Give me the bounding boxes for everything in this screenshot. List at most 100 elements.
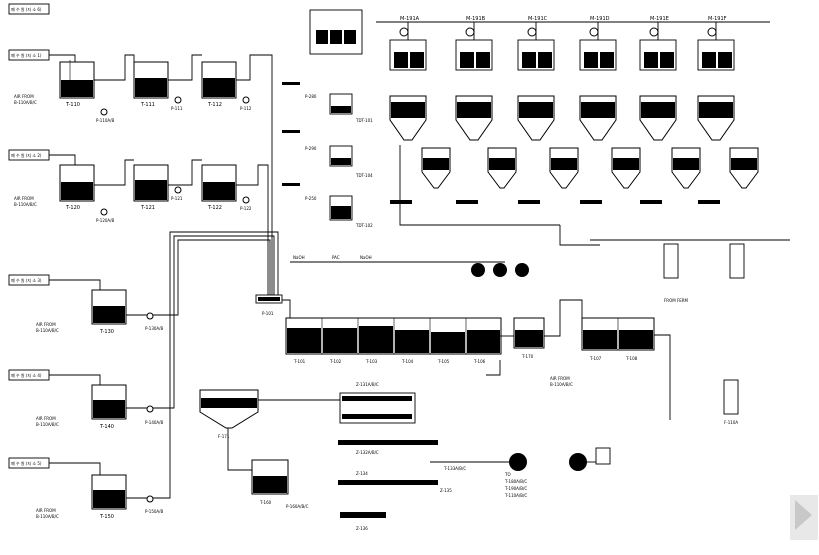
svg-text:Z-134: Z-134 bbox=[356, 471, 368, 476]
source-box-6: 폐 수 원 (지 소 6) bbox=[8, 3, 50, 15]
svg-text:P-160A/B/C: P-160A/B/C bbox=[286, 504, 309, 509]
m191-pump-bar-0 bbox=[390, 200, 412, 204]
svg-text:P-250: P-250 bbox=[305, 196, 317, 201]
svg-text:P-110A/B: P-110A/B bbox=[96, 118, 114, 123]
corner-logo bbox=[790, 495, 818, 540]
svg-text:M-191D: M-191D bbox=[590, 16, 610, 22]
svg-text:T-110A/B/C: T-110A/B/C bbox=[504, 493, 527, 498]
svg-text:M-191F: M-191F bbox=[708, 16, 727, 22]
source-box-3: 폐 수 원 (지 소 3) bbox=[8, 274, 50, 286]
m191-settler-fill-5 bbox=[699, 102, 733, 118]
m191-mixer-fill-b-0 bbox=[410, 52, 424, 68]
m191-pump-bar-2 bbox=[518, 200, 540, 204]
p101-collector: P-101 bbox=[255, 294, 291, 316]
svg-text:T-105: T-105 bbox=[437, 359, 450, 364]
m191-mixer-fill-b-5 bbox=[718, 52, 732, 68]
svg-text:T-104: T-104 bbox=[401, 359, 414, 364]
svg-text:T-133A/B/C: T-133A/B/C bbox=[443, 466, 466, 471]
svg-text:P-112: P-112 bbox=[240, 106, 252, 111]
svg-text:T-108: T-108 bbox=[625, 356, 638, 361]
row2-tanks: T-120 T-121 T-122 P-120A/B P-121 P-122 A… bbox=[14, 154, 269, 300]
m191-hopper-fill-2 bbox=[551, 158, 577, 170]
m191-mixer-fill-5 bbox=[702, 52, 716, 68]
svg-text:Z-131A/B/C: Z-131A/B/C bbox=[356, 382, 379, 387]
svg-text:T-120: T-120 bbox=[65, 205, 80, 211]
source-box-4: 폐 수 원 (지 소 4) bbox=[8, 369, 50, 381]
svg-text:B-110A/B/C: B-110A/B/C bbox=[36, 328, 59, 333]
m191-hopper-fill-4 bbox=[673, 158, 699, 170]
svg-text:FROM FERM: FROM FERM bbox=[664, 298, 689, 303]
svg-text:TO: TO bbox=[504, 472, 511, 477]
svg-text:TDT-102: TDT-102 bbox=[355, 223, 373, 228]
m191-settler-fill-1 bbox=[457, 102, 491, 118]
svg-text:P-130A/B: P-130A/B bbox=[145, 326, 163, 331]
svg-text:T-107: T-107 bbox=[589, 356, 602, 361]
source-box-1: 폐 수 원 (지 소 1) bbox=[8, 49, 50, 61]
m191-units bbox=[389, 22, 759, 204]
svg-text:NaOH: NaOH bbox=[293, 255, 305, 260]
m191-pump-bar-5 bbox=[698, 200, 720, 204]
source-box-5: 폐 수 원 (지 소 5) bbox=[8, 457, 50, 469]
svg-text:P-140A/B: P-140A/B bbox=[145, 420, 163, 425]
svg-text:AIR FROM: AIR FROM bbox=[550, 376, 570, 381]
svg-text:B-110A/B/C: B-110A/B/C bbox=[14, 202, 37, 207]
svg-text:T-110: T-110 bbox=[65, 102, 80, 108]
svg-text:T-150: T-150 bbox=[99, 514, 114, 520]
m191-array: M-191A M-191B M-191C M-191D M-191E M-191… bbox=[376, 16, 770, 23]
svg-text:P-121: P-121 bbox=[171, 196, 183, 201]
m191-mixer-fill-3 bbox=[584, 52, 598, 68]
row5-tank: T-150 P-150A/B AIR FROM B-110A/B/C bbox=[36, 231, 279, 520]
row1-tanks: T-110 T-111 T-112 P-110A/B P-111 P-112 A… bbox=[14, 54, 273, 300]
m191-gauge-2 bbox=[527, 27, 537, 37]
t160-tank: T-160 P-160A/B/C bbox=[251, 459, 309, 509]
m191-mixer-fill-4 bbox=[644, 52, 658, 68]
main-piping bbox=[227, 145, 790, 471]
svg-text:AIR FROM: AIR FROM bbox=[36, 416, 56, 421]
svg-text:T-112: T-112 bbox=[207, 102, 222, 108]
svg-text:폐 수 원 (지 소 6): 폐 수 원 (지 소 6) bbox=[11, 6, 42, 12]
svg-text:Z-136: Z-136 bbox=[356, 526, 368, 531]
svg-text:P-150A/B: P-150A/B bbox=[145, 509, 163, 514]
svg-text:P-122: P-122 bbox=[240, 206, 252, 211]
svg-text:P-120A/B: P-120A/B bbox=[96, 218, 114, 223]
svg-text:AIR FROM: AIR FROM bbox=[36, 322, 56, 327]
svg-text:B-110A/B/C: B-110A/B/C bbox=[14, 100, 37, 105]
m191-mixer-fill-0 bbox=[394, 52, 408, 68]
svg-text:F-171: F-171 bbox=[218, 434, 230, 439]
svg-text:폐 수 원 (지 소 1): 폐 수 원 (지 소 1) bbox=[11, 52, 42, 58]
m191-settler-fill-0 bbox=[391, 102, 425, 118]
svg-text:T-103: T-103 bbox=[365, 359, 378, 364]
row3-tank: T-130 P-130A/B AIR FROM B-110A/B/C bbox=[36, 239, 271, 335]
m191-pump-bar-3 bbox=[580, 200, 602, 204]
source-box-2: 폐 수 원 (지 소 2) bbox=[8, 149, 50, 161]
svg-text:T-121: T-121 bbox=[140, 205, 155, 211]
svg-text:Z-132A/B/C: Z-132A/B/C bbox=[356, 450, 379, 455]
z-units: Z-131A/B/C Z-132A/B/C Z-134 Z-136 Z-135 … bbox=[338, 382, 611, 531]
svg-text:M-191C: M-191C bbox=[528, 16, 548, 22]
svg-text:T-160: T-160 bbox=[259, 500, 272, 505]
svg-text:T-130: T-130 bbox=[99, 329, 114, 335]
svg-text:T-102: T-102 bbox=[329, 359, 342, 364]
m191-hopper-fill-1 bbox=[489, 158, 515, 170]
svg-text:폐 수 원 (지 소 5): 폐 수 원 (지 소 5) bbox=[11, 460, 42, 466]
m191-pump-bar-1 bbox=[456, 200, 478, 204]
svg-text:NaOH: NaOH bbox=[360, 255, 372, 260]
precip-tanks: NaOH PAC NaOH T-101 T-102 T-103 T-104 T-… bbox=[285, 255, 573, 387]
svg-text:폐 수 원 (지 소 2): 폐 수 원 (지 소 2) bbox=[11, 152, 42, 158]
svg-text:P-101: P-101 bbox=[262, 311, 274, 316]
svg-text:PAC: PAC bbox=[332, 255, 340, 260]
svg-text:폐 수 원 (지 소 3): 폐 수 원 (지 소 3) bbox=[11, 277, 42, 283]
m191-settler-fill-2 bbox=[519, 102, 553, 118]
m191-hopper-fill-0 bbox=[423, 158, 449, 170]
m191-gauge-1 bbox=[465, 27, 475, 37]
m191-mixer-fill-b-1 bbox=[476, 52, 490, 68]
row4-tank: T-140 P-140A/B AIR FROM B-110A/B/C bbox=[36, 235, 275, 430]
svg-text:M-191A: M-191A bbox=[400, 16, 420, 22]
svg-text:TDT-104: TDT-104 bbox=[355, 173, 373, 178]
svg-text:AIR FROM: AIR FROM bbox=[36, 508, 56, 513]
m191-mixer-fill-b-3 bbox=[600, 52, 614, 68]
svg-text:T-170: T-170 bbox=[521, 354, 534, 359]
svg-text:T-106: T-106 bbox=[473, 359, 486, 364]
svg-text:M-191E: M-191E bbox=[650, 16, 669, 22]
